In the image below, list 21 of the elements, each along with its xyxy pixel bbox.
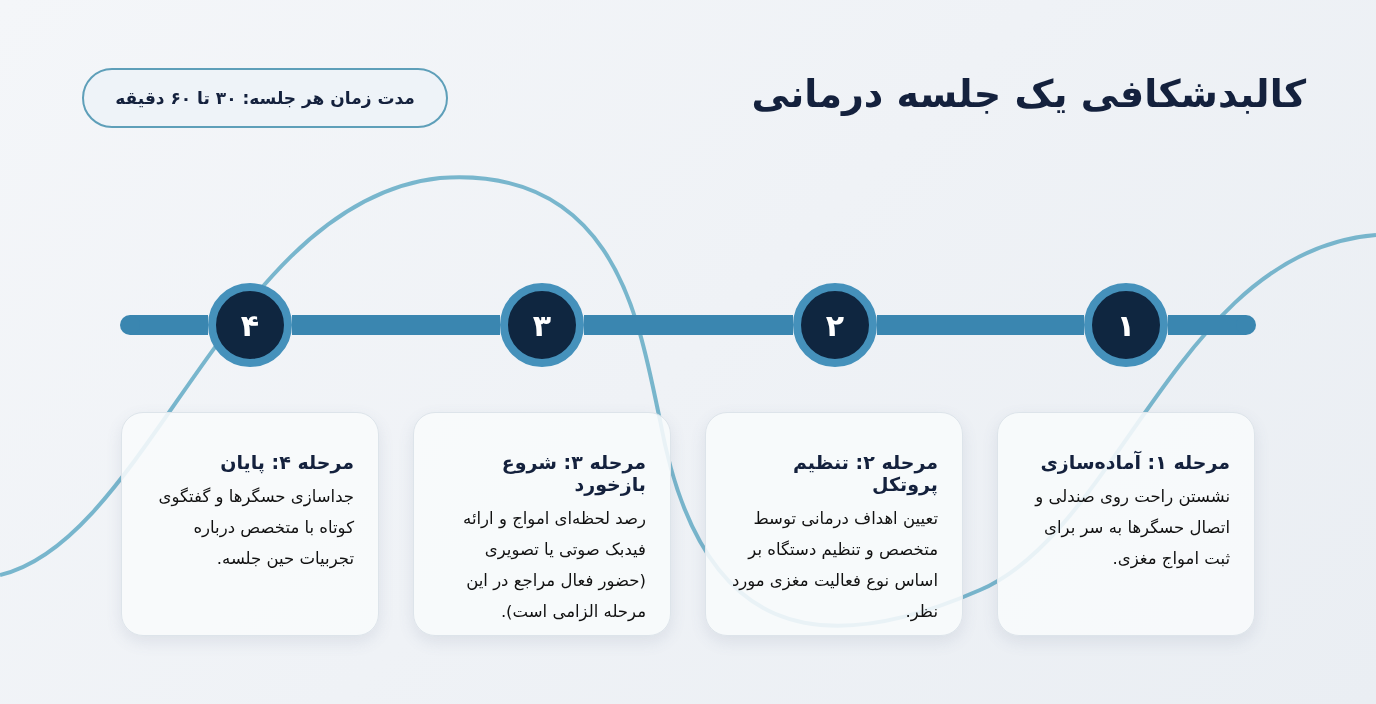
step-heading: مرحله ۱: آماده‌سازی bbox=[1039, 451, 1230, 473]
step-description: نشستن راحت روی صندلی و اتصال حسگرها به سر برای ثبت امواج مغزی. bbox=[1033, 486, 1230, 571]
step-heading: مرحله ۳: شروع بازخورد bbox=[500, 451, 646, 495]
step-card bbox=[121, 412, 379, 636]
step-number-circle: ۲ bbox=[793, 283, 877, 367]
step-heading: مرحله ۲: تنظیم پروتکل bbox=[791, 451, 938, 495]
title: کالبدشکافی یک جلسه درمانی bbox=[751, 72, 1306, 116]
timeline-segment bbox=[292, 315, 500, 335]
step-description: رصد لحظه‌ای امواج و ارائه فیدبک صوتی یا تصویری (حضور فعال مراجع در این مرحله الزامی است). bbox=[462, 508, 646, 624]
step-heading: مرحله ۴: پایان bbox=[219, 451, 354, 473]
step-card bbox=[997, 412, 1255, 636]
step-card bbox=[705, 412, 963, 636]
step-card bbox=[413, 412, 671, 636]
step-description: تعیین اهداف درمانی توسط متخصص و تنظیم دستگاه بر اساس نوع فعالیت مغزی مورد نظر. bbox=[730, 508, 938, 624]
step-description: جداسازی حسگرها و گفتگوی کوتاه با متخصص درباره تجربیات حین جلسه. bbox=[157, 486, 354, 571]
timeline-segment bbox=[877, 315, 1084, 335]
step-number-circle: ۴ bbox=[208, 283, 292, 367]
step-number-circle: ۱ bbox=[1084, 283, 1168, 367]
duration-badge: مدت زمان هر جلسه: ۳۰ تا ۶۰ دقیقه bbox=[82, 68, 448, 128]
step-number-circle: ۳ bbox=[500, 283, 584, 367]
timeline-segment bbox=[584, 315, 793, 335]
